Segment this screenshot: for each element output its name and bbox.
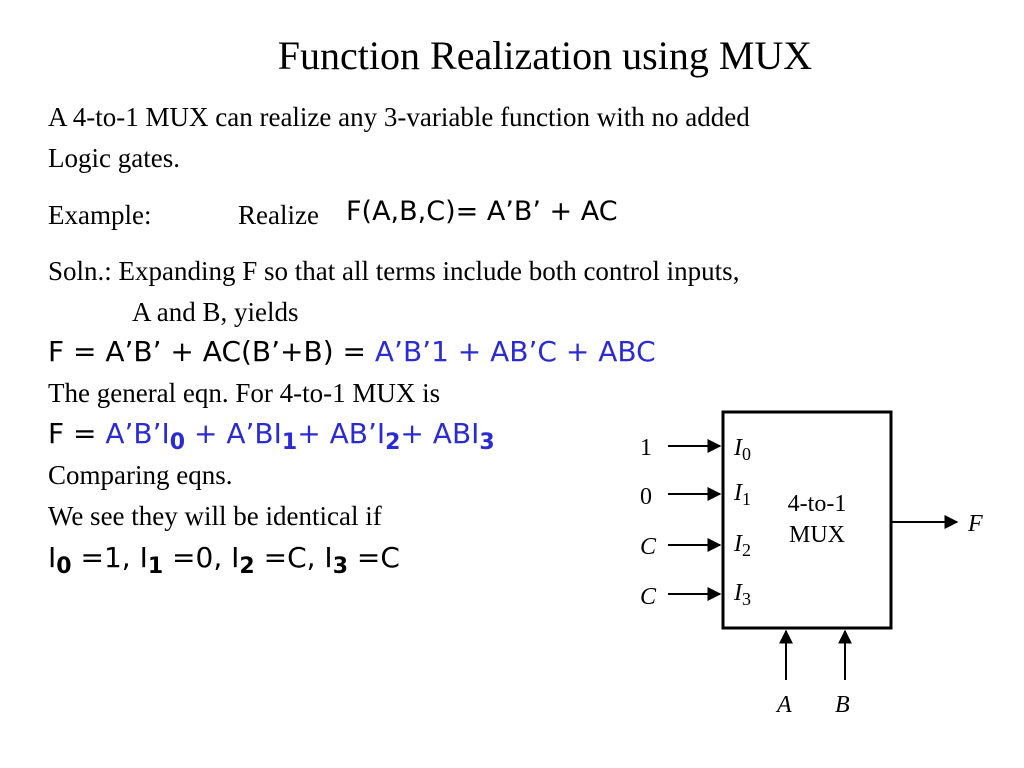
mux-block-label-2: MUX bbox=[789, 522, 845, 548]
page-title: Function Realization using MUX bbox=[277, 33, 813, 78]
mux-pin-0: I0 bbox=[733, 435, 751, 464]
intro-line-2: Logic gates. bbox=[48, 143, 180, 173]
mux-pin-3: I3 bbox=[733, 580, 751, 609]
example-label: Example: bbox=[48, 200, 152, 230]
mux-select-b-label: B bbox=[835, 692, 850, 718]
comparing-text: Comparing eqns. bbox=[48, 460, 233, 490]
mux-input-3-signal: C bbox=[640, 584, 657, 610]
equation-result: I0 =1, I1 =0, I2 =C, I3 =C bbox=[48, 541, 400, 579]
equation-expanded-lhs: F = A’B’ + AC(B’+B) = bbox=[48, 335, 375, 368]
mux-select-a-label: A bbox=[775, 692, 792, 718]
mux-input-2-signal: C bbox=[640, 534, 657, 560]
mux-pin-2: I2 bbox=[733, 531, 751, 560]
mux-input-3: C I3 bbox=[640, 580, 751, 610]
general-eqn-text: The general eqn. For 4-to-1 MUX is bbox=[48, 378, 441, 408]
equation-expanded: F = A’B’ + AC(B’+B) = A’B’1 + AB’C + ABC bbox=[48, 335, 656, 368]
solution-line-1: Soln.: Expanding F so that all terms inc… bbox=[48, 256, 740, 286]
mux-input-2: C I2 bbox=[640, 531, 751, 560]
mux-input-1-signal: 0 bbox=[640, 484, 652, 510]
equation-general-terms: A’B’I0 + A’BI1+ AB’I2+ ABI3 bbox=[105, 417, 495, 455]
example-function: F(A,B,C)= A’B’ + AC bbox=[346, 196, 618, 227]
mux-block bbox=[721, 410, 893, 630]
mux-output-label: F bbox=[967, 511, 983, 537]
mux-input-1: 0 I1 bbox=[640, 480, 751, 510]
equation-expanded-rhs: A’B’1 + AB’C + ABC bbox=[374, 335, 656, 368]
equation-general: F = A’B’I0 + A’BI1+ AB’I2+ ABI3 bbox=[48, 417, 495, 455]
mux-block-label-1: 4-to-1 bbox=[788, 491, 847, 517]
example-realize: Realize bbox=[238, 200, 319, 230]
mux-input-0: 1 I0 bbox=[640, 435, 751, 464]
intro-line-1: A 4-to-1 MUX can realize any 3-variable … bbox=[48, 102, 750, 132]
mux-diagram: 4-to-1 MUX 1 I0 0 I1 C I2 C I3 F A B bbox=[640, 410, 983, 718]
mux-pin-1: I1 bbox=[733, 480, 751, 509]
equation-general-lhs: F = bbox=[48, 417, 106, 450]
mux-input-0-signal: 1 bbox=[640, 435, 652, 461]
identical-text: We see they will be identical if bbox=[48, 501, 382, 531]
solution-line-2: A and B, yields bbox=[132, 297, 299, 327]
